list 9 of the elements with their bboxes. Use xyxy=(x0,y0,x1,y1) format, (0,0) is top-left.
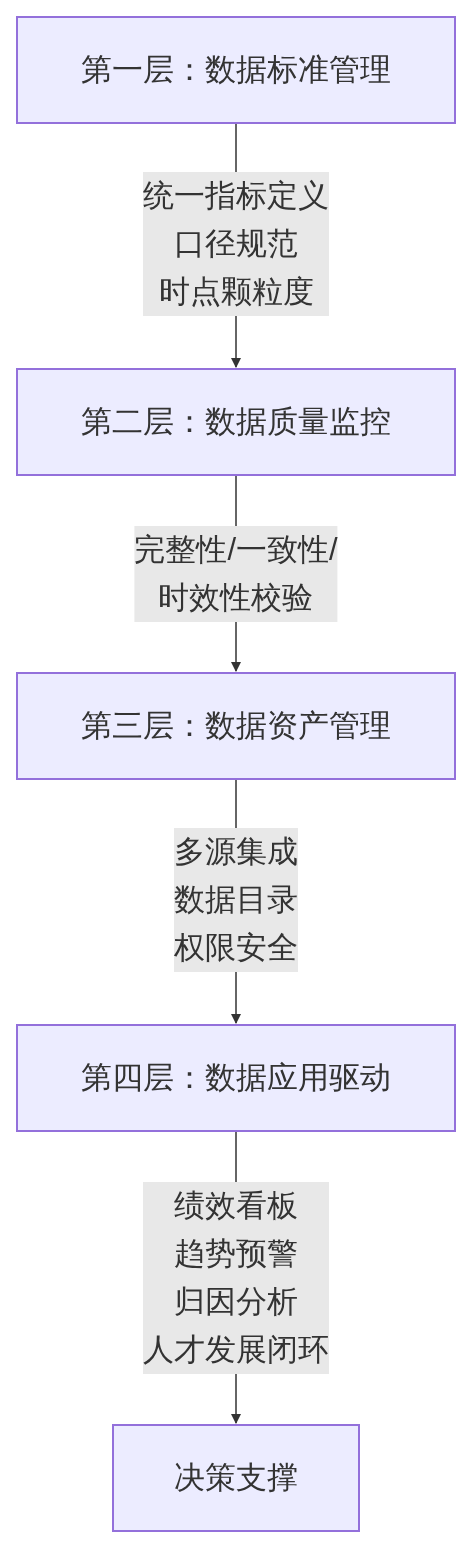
process-box: 第四层：数据应用驱动 xyxy=(16,1024,456,1132)
edge-label: 绩效看板趋势预警归因分析人才发展闭环 xyxy=(143,1182,329,1374)
edge-label: 统一指标定义口径规范时点颗粒度 xyxy=(143,172,329,316)
edge-label: 多源集成数据目录权限安全 xyxy=(174,828,298,972)
process-box: 决策支撑 xyxy=(112,1424,360,1532)
edge-label: 完整性/一致性/时效性校验 xyxy=(134,526,338,622)
process-box: 第二层：数据质量监控 xyxy=(16,368,456,476)
process-box: 第三层：数据资产管理 xyxy=(16,672,456,780)
process-box: 第一层：数据标准管理 xyxy=(16,16,456,124)
